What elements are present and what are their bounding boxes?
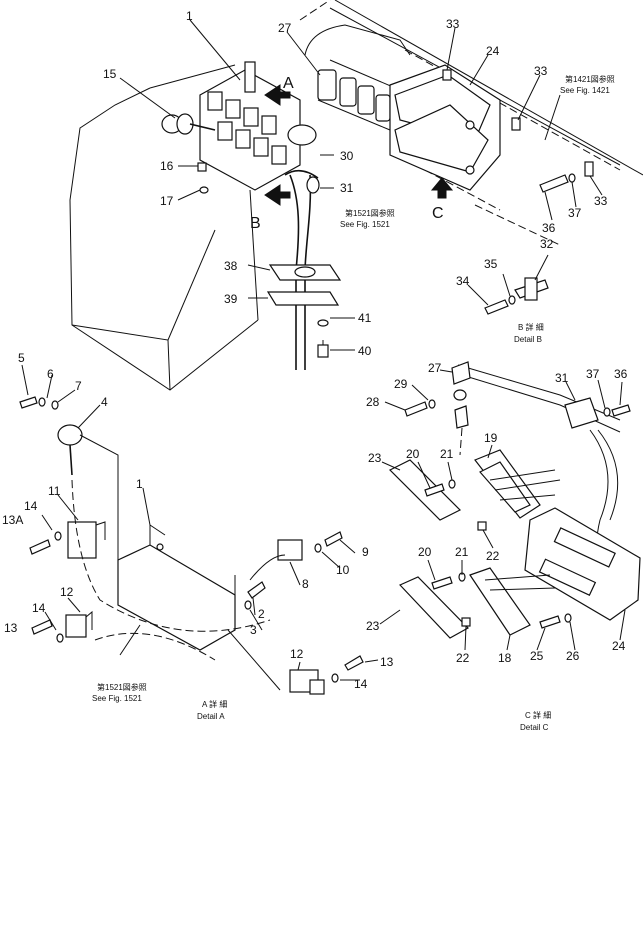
callout-40: 40 [358,344,372,358]
reference-fig1521-jp-a: 第1521図参照 [97,682,147,692]
callout-18: 18 [498,651,512,665]
callout-21: 21 [455,545,469,559]
detail-c-en: Detail C [520,723,549,732]
detail-a: 5 6 7 4 11 14 13A 1 12 14 13 8 9 10 2 3 … [2,351,394,721]
reference-fig1421-jp: 第1421図参照 [565,74,615,84]
callout-36: 36 [614,367,628,381]
detail-c: 27 29 28 31 37 36 23 20 21 19 22 20 21 2… [366,361,641,732]
callout-37: 37 [586,367,600,381]
callout-39: 39 [224,292,238,306]
callout-4: 4 [101,395,108,409]
callout-13a: 13A [2,513,23,527]
callout-31: 31 [555,371,569,385]
callout-41: 41 [358,311,372,325]
callout-13: 13 [4,621,18,635]
callout-17: 17 [160,194,174,208]
callout-9: 9 [362,545,369,559]
callout-20: 20 [418,545,432,559]
view-arrow-b [264,184,291,206]
callout-27: 27 [428,361,442,375]
callout-27: 27 [278,21,292,35]
reference-fig1521-en-a: See Fig. 1521 [92,694,142,703]
callout-33: 33 [534,64,548,78]
view-label-a: A [283,75,294,92]
view-arrow-c [430,177,454,199]
callout-25: 25 [530,649,544,663]
callout-24: 24 [612,639,626,653]
callout-14: 14 [354,677,368,691]
detail-b: 32 34 35 B 詳 細 Detail B [456,237,554,344]
reference-fig1421-en: See Fig. 1421 [560,86,610,95]
detail-a-jp: A 詳 細 [202,699,227,709]
callout-23: 23 [368,451,382,465]
callout-7: 7 [75,379,82,393]
callout-13: 13 [380,655,394,669]
view-arrow-a [264,84,291,106]
callout-1: 1 [186,9,193,23]
callout-12: 12 [60,585,74,599]
callout-14: 14 [24,499,38,513]
callout-10: 10 [336,563,350,577]
view-label-c: C [432,205,444,222]
callout-33: 33 [446,17,460,31]
callout-26: 26 [566,649,580,663]
callout-2: 2 [258,607,265,621]
callout-22: 22 [486,549,500,563]
callout-29: 29 [394,377,408,391]
callout-16: 16 [160,159,174,173]
reference-fig1521-jp: 第1521図参照 [345,208,395,218]
detail-c-jp: C 詳 細 [525,710,551,720]
callout-24: 24 [486,44,500,58]
callout-30: 30 [340,149,354,163]
main-assembly: 1 15 16 17 27 33 24 33 30 31 38 39 41 40… [69,0,643,391]
callout-36: 36 [542,221,556,235]
callout-28: 28 [366,395,380,409]
callout-23: 23 [366,619,380,633]
detail-b-en: Detail B [514,335,542,344]
callout-14: 14 [32,601,46,615]
callout-33: 33 [594,194,608,208]
callout-32: 32 [540,237,554,251]
detail-a-en: Detail A [197,712,225,721]
callout-15: 15 [103,67,117,81]
callout-3: 3 [250,623,257,637]
callout-5: 5 [18,351,25,365]
callout-19: 19 [484,431,498,445]
callout-20: 20 [406,447,420,461]
callout-34: 34 [456,274,470,288]
reference-fig1521-en: See Fig. 1521 [340,220,390,229]
callout-8: 8 [302,577,309,591]
callout-11: 11 [48,484,61,498]
callout-12: 12 [290,647,304,661]
detail-b-jp: B 詳 細 [518,322,544,332]
callout-6: 6 [47,367,54,381]
view-label-b: B [250,215,261,232]
callout-35: 35 [484,257,498,271]
callout-22: 22 [456,651,470,665]
callout-38: 38 [224,259,238,273]
callout-1: 1 [136,477,143,491]
callout-37: 37 [568,206,582,220]
callout-31: 31 [340,181,354,195]
callout-21: 21 [440,447,454,461]
